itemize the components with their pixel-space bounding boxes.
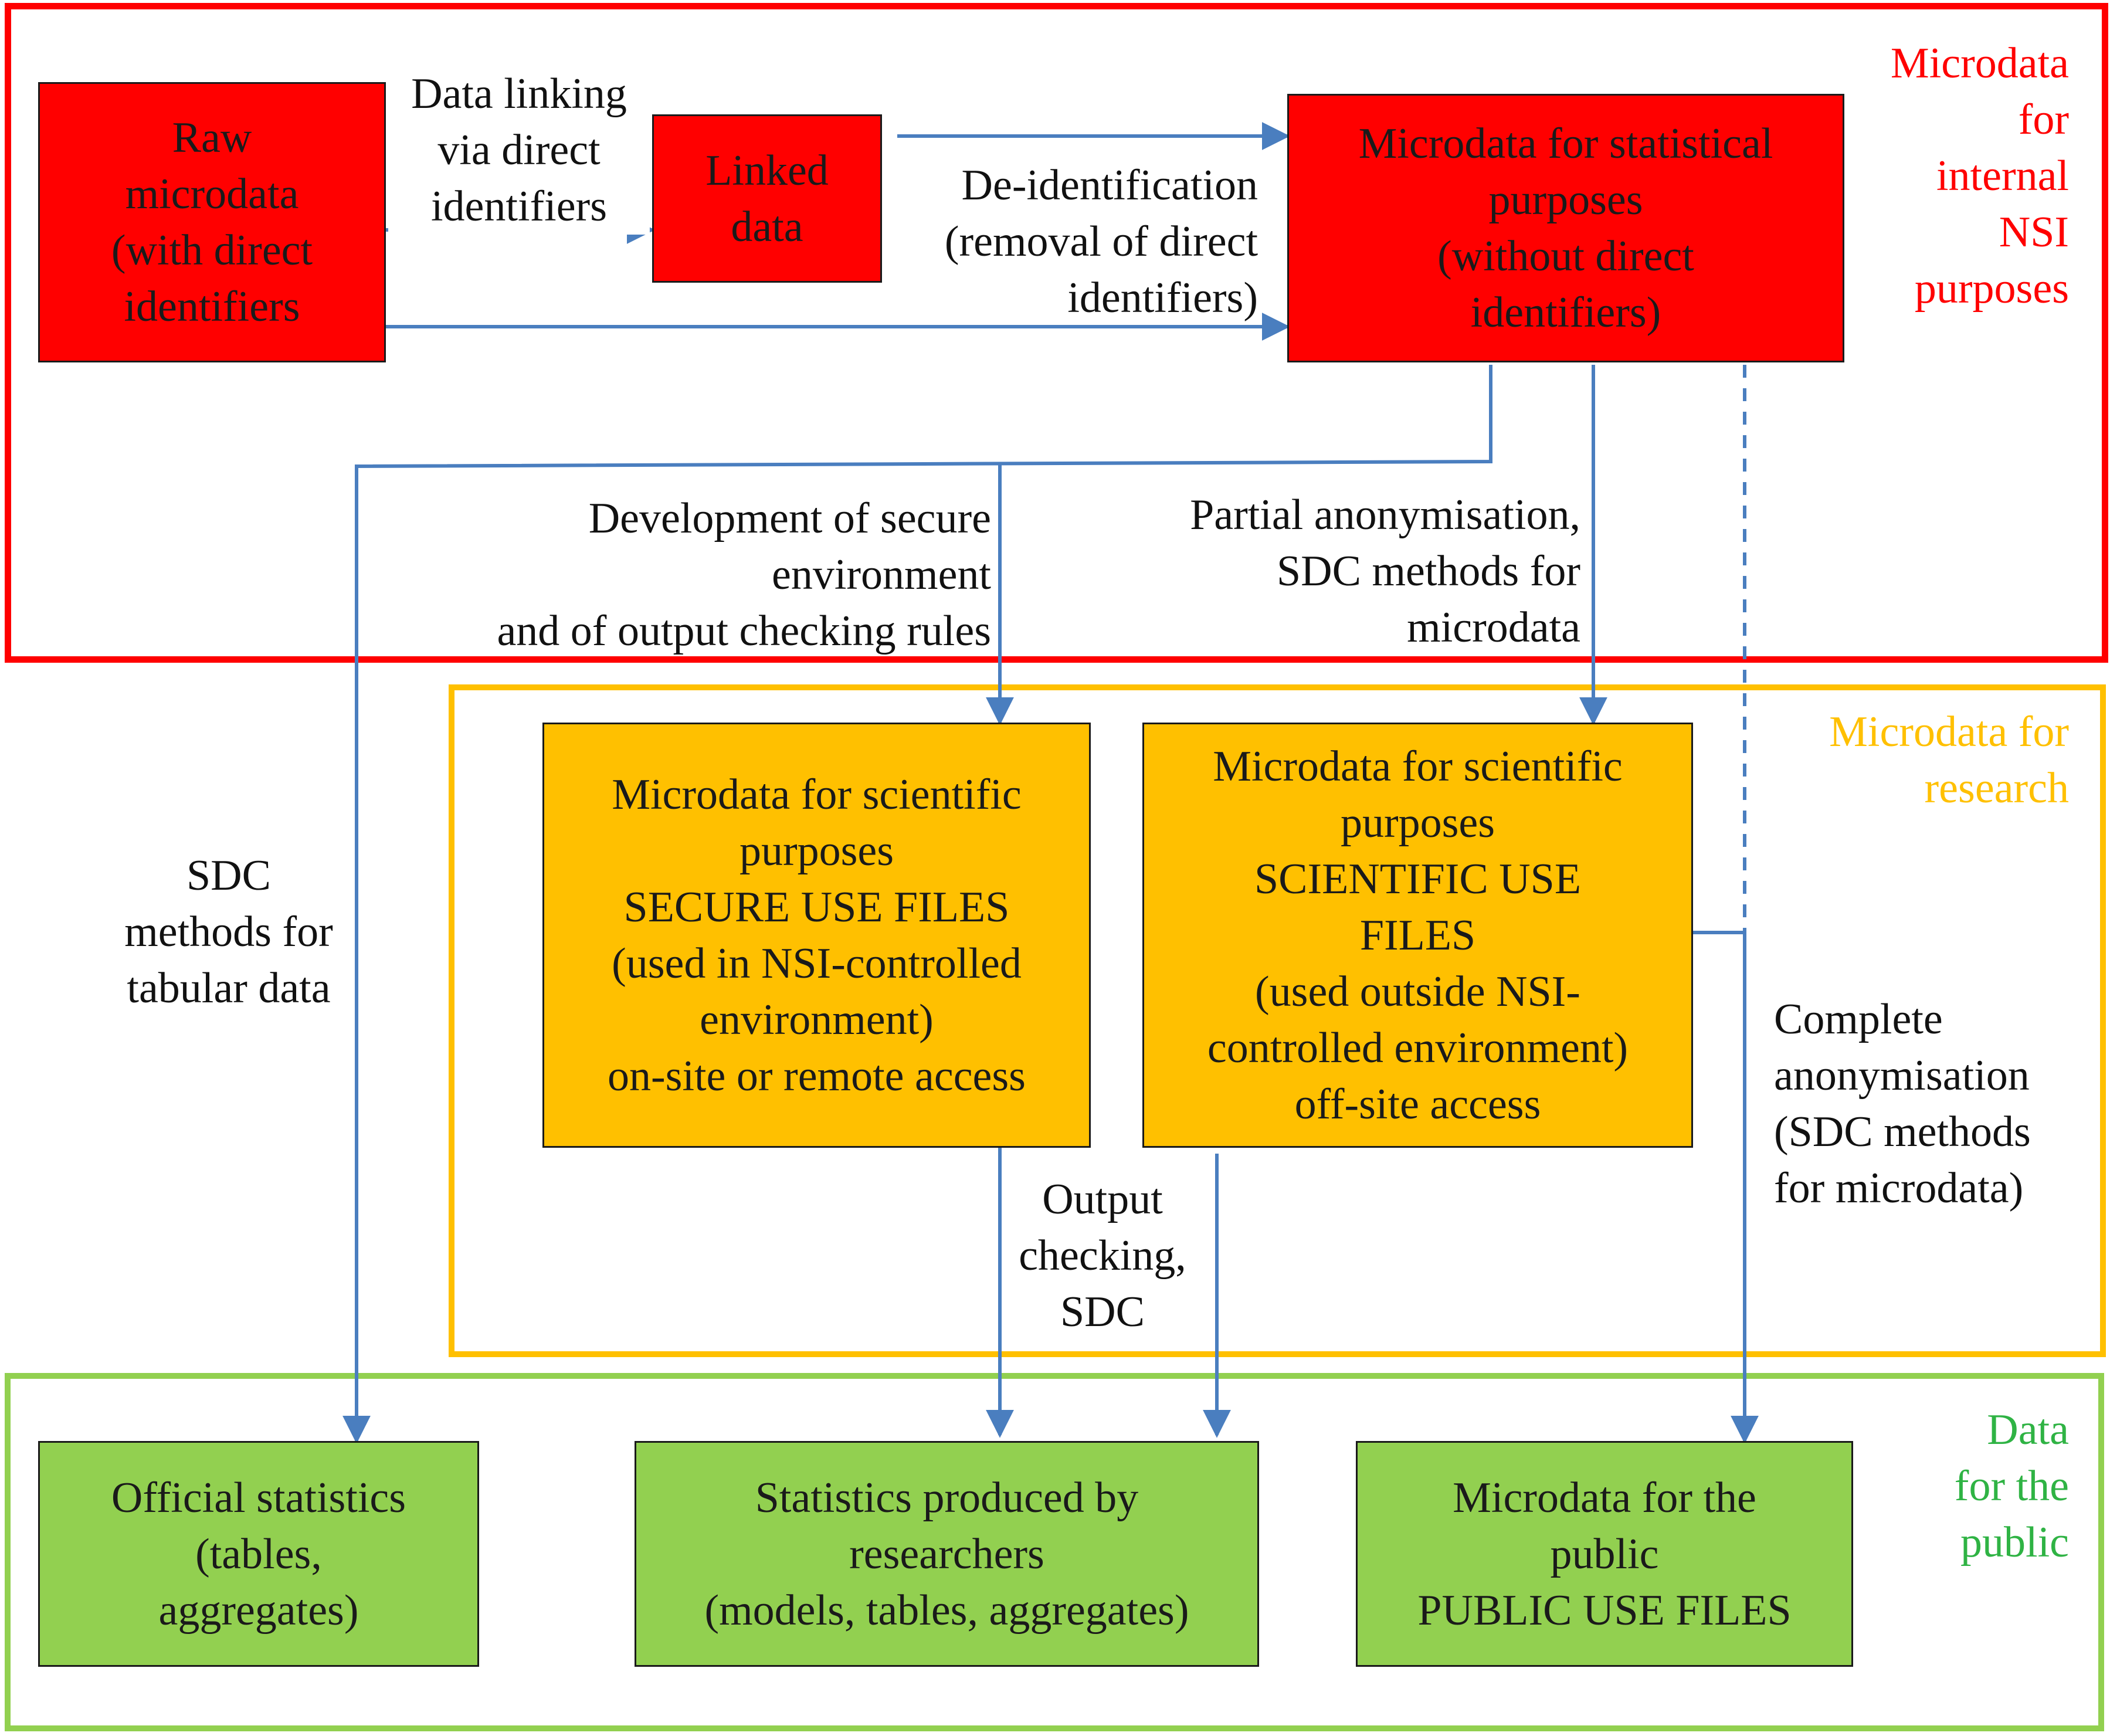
sdc-tabular-label: SDC methods for tabular data xyxy=(124,852,333,1012)
researcher-statistics-box: Statistics produced by researchers (mode… xyxy=(635,1441,1259,1667)
partial-anonymisation-label: Partial anonymisation, SDC methods for m… xyxy=(1190,491,1580,652)
internal-nsi-zone xyxy=(5,3,2108,663)
official-statistics-box: Official statistics (tables, aggregates) xyxy=(38,1441,479,1667)
data-linking-label: Data linking via direct identifiers xyxy=(388,66,650,235)
secure-use-files-box: Microdata for scientific purposes SECURE… xyxy=(542,723,1091,1148)
arrow-statistical-to-official xyxy=(342,365,1492,1444)
complete-anonymisation-label: Complete anonymisation (SDC methods for … xyxy=(1774,995,2031,1212)
secure-environment-label: Development of secure environment and of… xyxy=(497,494,991,655)
linked-data-box: Linked data xyxy=(652,114,882,283)
arrow-scientific-to-public xyxy=(1693,931,1759,1444)
public-zone-label: Data for the public xyxy=(1954,1406,2069,1567)
research-zone-label: Microdata for research xyxy=(1829,708,2069,812)
scientific-use-files-box: Microdata for scientific purposes SCIENT… xyxy=(1142,723,1693,1148)
microdata-statistical-box: Microdata for statistical purposes (with… xyxy=(1287,94,1844,362)
research-zone xyxy=(449,684,2106,1357)
internal-zone-label: Microdata for internal NSI purposes xyxy=(1890,39,2069,313)
output-checking-label: Output checking, SDC xyxy=(1019,1175,1186,1336)
de-identification-label: De-identification (removal of direct ide… xyxy=(944,161,1258,322)
public-use-files-box: Microdata for the public PUBLIC USE FILE… xyxy=(1356,1441,1853,1667)
public-zone xyxy=(5,1373,2104,1731)
raw-microdata-box: Raw microdata (with direct identifiers xyxy=(38,82,386,362)
